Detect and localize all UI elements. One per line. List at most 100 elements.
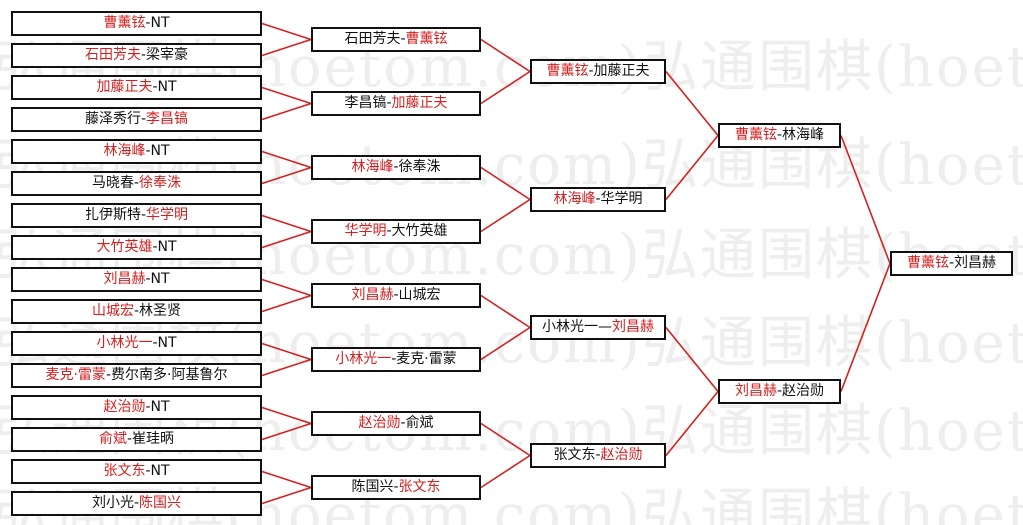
- match-separator: -: [948, 255, 955, 271]
- player-right: 林圣贤: [139, 303, 182, 319]
- player-left: 石田芳夫: [344, 31, 401, 47]
- player-left: 刘小光: [91, 495, 134, 511]
- player-right: NT: [150, 271, 170, 287]
- bracket-connector: [840, 263, 891, 392]
- match-separator: -: [595, 447, 601, 463]
- match-box: 刘小光-陈国兴: [11, 491, 262, 516]
- player-left: 大竹英雄: [96, 239, 153, 255]
- player-left: 张文东: [103, 463, 146, 479]
- bracket-connector: [665, 390, 719, 457]
- match-separator: -: [126, 431, 133, 447]
- match-separator: -: [140, 207, 147, 223]
- player-left: 华学明: [344, 223, 387, 239]
- match-separator: -: [145, 399, 151, 415]
- player-left: 林海峰: [553, 191, 596, 207]
- bracket-connector: [261, 358, 312, 377]
- bracket-connector: [261, 278, 312, 297]
- match-separator: -: [595, 191, 601, 207]
- match-separator: -: [145, 271, 151, 287]
- match-box: 马晓春-徐奉洙: [11, 171, 262, 196]
- match-separator: -: [145, 15, 151, 31]
- bracket-connector: [480, 166, 531, 201]
- match-box: 赵治勋-俞斌: [311, 411, 481, 436]
- player-left: 山城宏: [91, 303, 134, 319]
- player-right: 费尔南多·阿基鲁尔: [111, 367, 228, 383]
- bracket-connector: [480, 198, 531, 233]
- player-right: 华学明: [600, 191, 643, 207]
- player-right: NT: [150, 399, 170, 415]
- match-separator: —: [598, 319, 612, 335]
- player-left: 林海峰: [103, 143, 146, 159]
- player-right: 张文东: [398, 479, 441, 495]
- player-left: 赵治勋: [358, 415, 401, 431]
- player-right: NT: [150, 463, 170, 479]
- bracket-connector: [261, 406, 312, 425]
- player-left: 曹薰铉: [906, 255, 949, 271]
- match-separator: -: [152, 239, 158, 255]
- player-left: 曹薰铉: [734, 127, 777, 143]
- bracket-connector: [665, 134, 719, 201]
- player-left: 小林光一: [335, 351, 392, 367]
- bracket-connector: [261, 166, 312, 185]
- player-right: 山城宏: [398, 287, 441, 303]
- player-right: 崔珪昞: [132, 431, 175, 447]
- bracket-connector: [480, 70, 531, 105]
- match-separator: -: [145, 143, 151, 159]
- bracket-connector: [261, 294, 312, 313]
- match-separator: -: [393, 159, 399, 175]
- bracket-connector: [480, 422, 531, 457]
- player-right: 加藤正夫: [593, 63, 650, 79]
- player-right: 陈国兴: [139, 495, 182, 511]
- player-left: 刘昌赫: [351, 287, 394, 303]
- match-box: 大竹英雄-NT: [11, 235, 262, 260]
- match-separator: -: [152, 79, 158, 95]
- match-box: 石田芳夫-梁宰豪: [11, 43, 262, 68]
- bracket-connector: [665, 70, 719, 137]
- match-box: 加藤正夫-NT: [11, 75, 262, 100]
- match-box: 麦克·雷蒙-费尔南多·阿基鲁尔: [11, 363, 262, 388]
- match-box: 林海峰-华学明: [530, 187, 666, 212]
- match-box: 刘昌赫-山城宏: [311, 283, 481, 308]
- player-right: NT: [157, 239, 177, 255]
- player-right: 梁宰豪: [146, 47, 189, 63]
- match-separator: -: [140, 111, 147, 127]
- player-right: NT: [157, 79, 177, 95]
- player-right: 徐奉洙: [139, 175, 182, 191]
- player-right: 麦克·雷蒙: [396, 351, 457, 367]
- player-left: 赵治勋: [103, 399, 146, 415]
- bracket-connector: [480, 326, 531, 361]
- match-box: 林海峰-NT: [11, 139, 262, 164]
- match-box: 山城宏-林圣贤: [11, 299, 262, 324]
- bracket-connector: [665, 326, 719, 393]
- player-left: 陈国兴: [351, 479, 394, 495]
- player-right: NT: [150, 15, 170, 31]
- match-box: 小林光一-NT: [11, 331, 262, 356]
- bracket-connector: [261, 230, 312, 249]
- bracket-connector: [261, 486, 312, 505]
- match-box: 刘昌赫-赵治勋: [718, 379, 841, 404]
- player-left: 曹薰铉: [546, 63, 589, 79]
- bracket-connector: [261, 86, 312, 105]
- match-box: 曹薰铉-林海峰: [718, 123, 841, 148]
- player-left: 小林光一: [542, 319, 598, 335]
- bracket-connector: [480, 454, 531, 489]
- match-separator: -: [105, 367, 112, 383]
- match-box: 张文东-NT: [11, 459, 262, 484]
- match-separator: -: [140, 47, 147, 63]
- match-separator: -: [776, 383, 783, 399]
- match-separator: -: [393, 287, 399, 303]
- player-left: 扎伊斯特: [84, 207, 141, 223]
- player-left: 俞斌: [98, 431, 127, 447]
- bracket-connector: [261, 102, 312, 121]
- player-right: 赵治勋: [782, 383, 825, 399]
- player-right: 俞斌: [405, 415, 434, 431]
- match-box: 曹薰铉-加藤正夫: [530, 59, 666, 84]
- player-right: 加藤正夫: [391, 95, 448, 111]
- match-box: 陈国兴-张文东: [311, 475, 481, 500]
- match-box: 李昌镐-加藤正夫: [311, 91, 481, 116]
- player-right: 李昌镐: [146, 111, 189, 127]
- match-box: 林海峰-徐奉洙: [311, 155, 481, 180]
- match-box: 藤泽秀行-李昌镐: [11, 107, 262, 132]
- match-box: 小林光一-麦克·雷蒙: [311, 347, 481, 372]
